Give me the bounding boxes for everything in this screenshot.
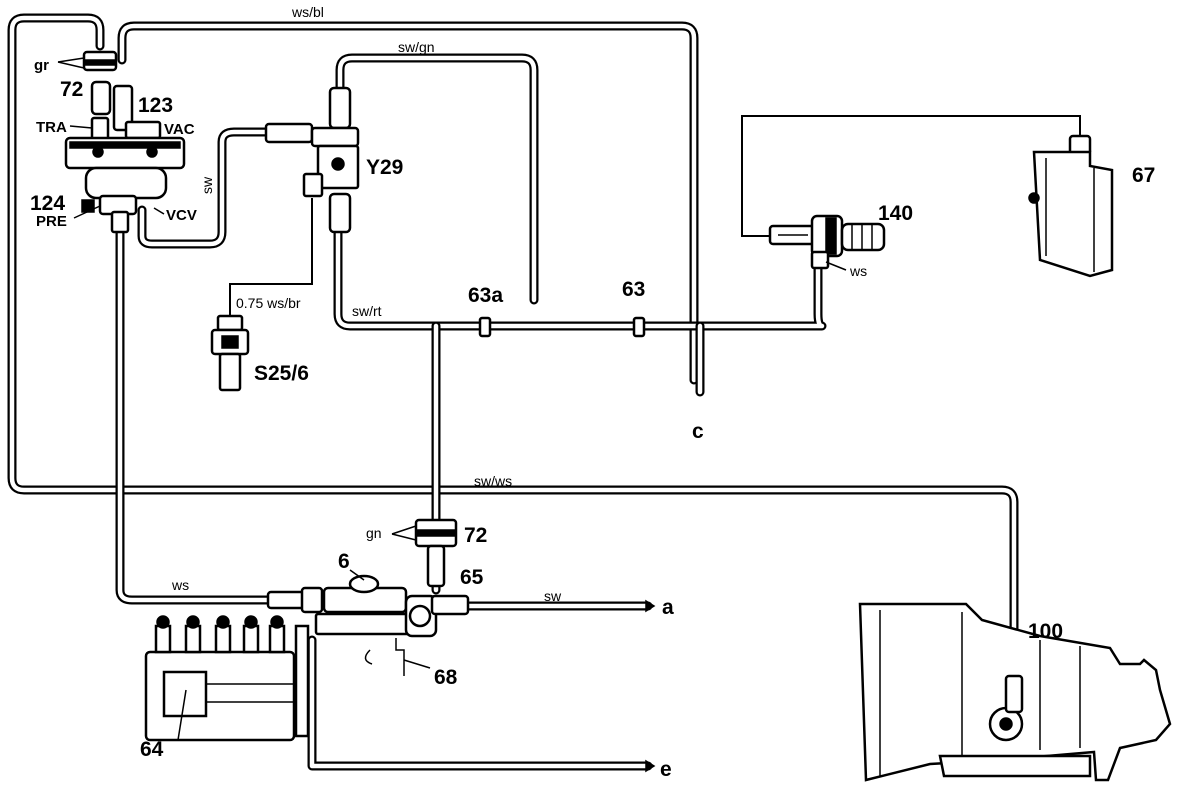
wire-s25-6 bbox=[229, 198, 313, 318]
end-arrow-a bbox=[645, 599, 656, 613]
solenoid-valve-y29 bbox=[264, 86, 360, 234]
label-68: 68 bbox=[434, 666, 458, 689]
label-100: 100 bbox=[1028, 620, 1063, 643]
valve-72-top bbox=[57, 50, 118, 116]
label-sw-gn: sw/gn bbox=[398, 39, 435, 55]
vacuum-converter-123-124 bbox=[64, 84, 186, 234]
label-ws-bottom: ws bbox=[171, 577, 189, 593]
label-c: c bbox=[692, 420, 704, 443]
label-gn: gn bbox=[366, 525, 382, 541]
transmission-100 bbox=[858, 602, 1172, 782]
label-64: 64 bbox=[140, 738, 164, 761]
label-sw-rt: sw/rt bbox=[352, 303, 382, 319]
label-pre: PRE bbox=[36, 213, 67, 230]
label-72-bottom: 72 bbox=[464, 524, 487, 547]
label-sw-bottom: sw bbox=[544, 588, 562, 604]
label-sw-vertical: sw bbox=[199, 176, 215, 194]
injection-pump-64 bbox=[144, 615, 310, 742]
label-tra: TRA bbox=[36, 119, 67, 136]
control-unit-6-65-68 bbox=[266, 569, 470, 676]
switch-s25-6 bbox=[210, 314, 250, 392]
wire-140-to-67 bbox=[741, 115, 1081, 237]
label-67: 67 bbox=[1132, 164, 1155, 187]
label-63: 63 bbox=[622, 278, 645, 301]
component-67 bbox=[1028, 134, 1114, 278]
check-valve-63a bbox=[478, 316, 492, 338]
label-140: 140 bbox=[878, 202, 913, 225]
label-a: a bbox=[662, 596, 674, 619]
end-arrow-e bbox=[645, 759, 656, 773]
label-sw-ws: sw/ws bbox=[474, 473, 512, 489]
vacuum-unit-140 bbox=[768, 214, 886, 271]
label-63a: 63a bbox=[468, 284, 503, 307]
label-65: 65 bbox=[460, 566, 484, 589]
label-6: 6 bbox=[338, 550, 350, 573]
label-72-top: 72 bbox=[60, 78, 83, 101]
label-e: e bbox=[660, 758, 672, 781]
label-gr: gr bbox=[34, 57, 49, 74]
label-vac: VAC bbox=[164, 121, 195, 138]
label-y29: Y29 bbox=[366, 156, 403, 179]
label-ws-bl: ws/bl bbox=[291, 4, 324, 20]
label-ws-140: ws bbox=[849, 263, 867, 279]
label-123: 123 bbox=[138, 94, 173, 117]
valve-72-bottom bbox=[391, 518, 458, 588]
label-vcv: VCV bbox=[166, 207, 197, 224]
hose-network bbox=[7, 13, 1019, 771]
label-wire-075: 0.75 ws/br bbox=[236, 295, 301, 311]
label-s25-6: S25/6 bbox=[254, 362, 309, 385]
label-124: 124 bbox=[30, 192, 65, 215]
check-valve-63 bbox=[632, 316, 646, 338]
